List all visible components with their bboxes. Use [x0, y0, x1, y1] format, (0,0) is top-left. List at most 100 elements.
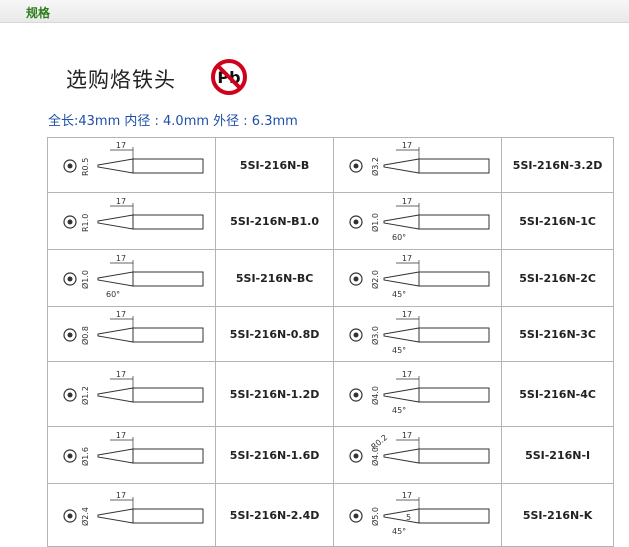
angle-dimension: 45°: [392, 406, 406, 415]
tip-end-view-icon: [63, 215, 77, 229]
left-tip-model: 5SI-216N-B: [215, 137, 335, 193]
side-dimension: R0.5: [81, 158, 90, 176]
side-dimension: Ø3.0: [370, 326, 380, 345]
top-dimension: 17: [116, 254, 126, 263]
left-tip-model: 5SI-216N-BC: [215, 249, 335, 307]
top-dimension: 17: [402, 254, 412, 263]
section-label: 规格: [26, 6, 51, 20]
tip-end-view-icon: [63, 388, 77, 402]
side-dimension: Ø1.0: [370, 213, 380, 232]
tip-end-view-icon: [349, 159, 363, 173]
side-dimension: Ø1.6: [80, 447, 90, 466]
side-dimension: Ø4.0: [370, 447, 380, 466]
top-dimension: 17: [116, 197, 126, 206]
top-dimension: 17: [402, 431, 412, 440]
tip-end-view-icon: [349, 509, 363, 523]
top-dimension: 17: [402, 310, 412, 319]
tip-end-view-icon: [63, 272, 77, 286]
inner-dimension: 5: [406, 513, 411, 522]
spec-line: 全长:43mm 内径 : 4.0mm 外径 : 6.3mm: [48, 114, 298, 129]
tip-end-view-icon: [349, 449, 363, 463]
side-dimension: Ø1.2: [80, 386, 90, 405]
left-tip-model: 5SI-216N-1.6D: [215, 426, 335, 484]
left-tip-model: 5SI-216N-0.8D: [215, 306, 335, 362]
angle-dimension: 60°: [392, 233, 406, 242]
left-tip-model: 5SI-216N-2.4D: [215, 483, 335, 547]
left-tip-model: 5SI-216N-1.2D: [215, 361, 335, 427]
angle-dimension: 60°: [106, 290, 120, 299]
section-header-bar: 规格: [0, 0, 629, 23]
right-tip-model: 5SI-216N-3.2D: [501, 137, 614, 193]
top-dimension: 17: [402, 141, 412, 150]
top-dimension: 17: [116, 370, 126, 379]
angle-dimension: 45°: [392, 290, 406, 299]
right-tip-model: 5SI-216N-I: [501, 426, 614, 484]
left-tip-model: 5SI-216N-B1.0: [215, 192, 335, 250]
side-dimension: Ø4.0: [370, 386, 380, 405]
top-dimension: 17: [116, 491, 126, 500]
top-dimension: 17: [116, 310, 126, 319]
angle-dimension: 45°: [392, 527, 406, 536]
side-dimension: Ø2.0: [370, 270, 380, 289]
tip-end-view-icon: [349, 215, 363, 229]
right-tip-model: 5SI-216N-1C: [501, 192, 614, 250]
top-dimension: 17: [402, 197, 412, 206]
tip-end-view-icon: [63, 328, 77, 342]
side-dimension: Ø0.8: [80, 326, 90, 345]
right-tip-model: 5SI-216N-K: [501, 483, 614, 547]
top-dimension: 17: [116, 141, 126, 150]
tip-end-view-icon: [349, 272, 363, 286]
no-pb-icon: Pb: [211, 59, 247, 95]
side-dimension: Ø1.0: [80, 270, 90, 289]
tip-end-view-icon: [63, 449, 77, 463]
tip-end-view-icon: [349, 328, 363, 342]
right-tip-model: 5SI-216N-3C: [501, 306, 614, 362]
side-dimension: Ø2.4: [80, 507, 90, 526]
page-title: 选购烙铁头: [66, 68, 176, 92]
right-tip-model: 5SI-216N-2C: [501, 249, 614, 307]
right-tip-model: 5SI-216N-4C: [501, 361, 614, 427]
tip-end-view-icon: [349, 388, 363, 402]
top-dimension: 17: [402, 491, 412, 500]
side-dimension: Ø3.2: [370, 157, 380, 176]
top-dimension: 17: [402, 370, 412, 379]
angle-dimension: 45°: [392, 346, 406, 355]
tip-end-view-icon: [63, 509, 77, 523]
tip-end-view-icon: [63, 159, 77, 173]
